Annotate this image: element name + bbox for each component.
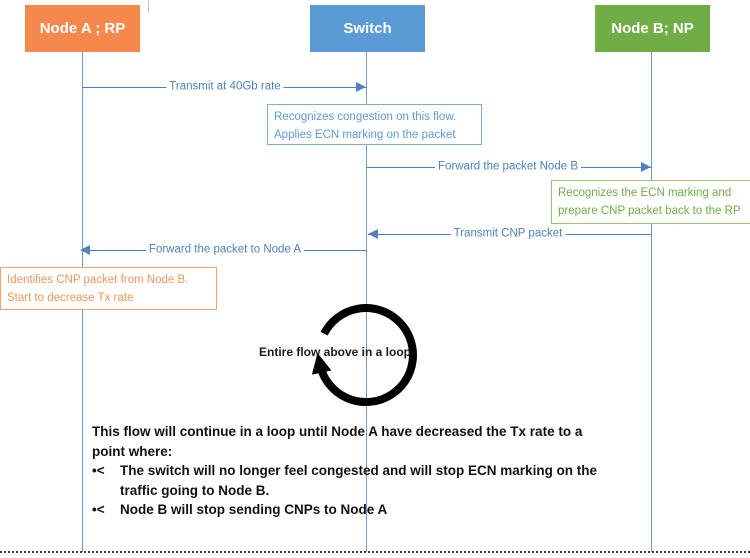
bullet-1-text-continued: traffic going to Node B.: [120, 482, 270, 498]
bullet-glyph: •<: [92, 502, 105, 517]
bullet-glyph: •<: [92, 463, 105, 478]
note-node-b-ecn: Recognizes the ECN marking and prepare C…: [551, 180, 750, 224]
actor-switch-label: Switch: [343, 20, 392, 37]
note-switch-congestion: Recognizes congestion on this flow. Appl…: [267, 104, 482, 145]
arrowhead-left-icon: [80, 245, 90, 255]
bottom-dotted-line: [0, 551, 750, 553]
page-margin-tick: [148, 0, 149, 13]
loop-arrow-icon: [311, 304, 417, 406]
footer-line-2: point where:: [92, 443, 173, 459]
note-node-a-cnp: Identifies CNP packet from Node B. Start…: [0, 267, 217, 310]
actor-node-a: Node A ; RP: [25, 5, 140, 52]
arrowhead-left-icon: [368, 229, 378, 239]
actor-switch: Switch: [310, 5, 425, 52]
message-label-transmit-cnp: Transmit CNP packet: [450, 227, 566, 241]
bullet-item-1: •< The switch will no longer feel conges…: [92, 461, 652, 481]
note-switch-line1: Recognizes congestion on this flow.: [274, 111, 457, 123]
actor-node-b-label: Node B; NP: [611, 20, 694, 37]
loop-label: Entire flow above in a loop: [258, 345, 412, 359]
note-switch-line2: Applies ECN marking on the packet: [274, 129, 456, 141]
message-label-transmit-40gb: Transmit at 40Gb rate: [166, 80, 284, 94]
lifeline-switch: [366, 52, 367, 552]
note-node-a-line2: Start to decrease Tx rate: [7, 292, 134, 304]
arrowhead-right-icon: [356, 82, 366, 92]
bullet-1-text: The switch will no longer feel congested…: [120, 463, 598, 478]
footer-line-1: This flow will continue in a loop until …: [92, 424, 583, 439]
message-label-forward-node-a: Forward the packet to Node A: [145, 243, 305, 257]
message-label-forward-node-b: Forward the packet Node B: [435, 160, 581, 174]
actor-node-a-label: Node A ; RP: [39, 20, 126, 37]
bullet-item-2: •< Node B will stop sending CNPs to Node…: [92, 500, 652, 520]
note-node-b-line2: prepare CNP packet back to the RP: [558, 205, 741, 217]
note-node-b-line1: Recognizes the ECN marking and: [558, 187, 732, 199]
footer-paragraph: This flow will continue in a loop until …: [92, 422, 652, 520]
arrowhead-right-icon: [641, 162, 651, 172]
bullet-2-text: Node B will stop sending CNPs to Node A: [120, 502, 388, 517]
lifeline-node-b: [651, 52, 652, 552]
actor-node-b: Node B; NP: [595, 5, 710, 52]
note-node-a-line1: Identifies CNP packet from Node B.: [7, 274, 189, 286]
